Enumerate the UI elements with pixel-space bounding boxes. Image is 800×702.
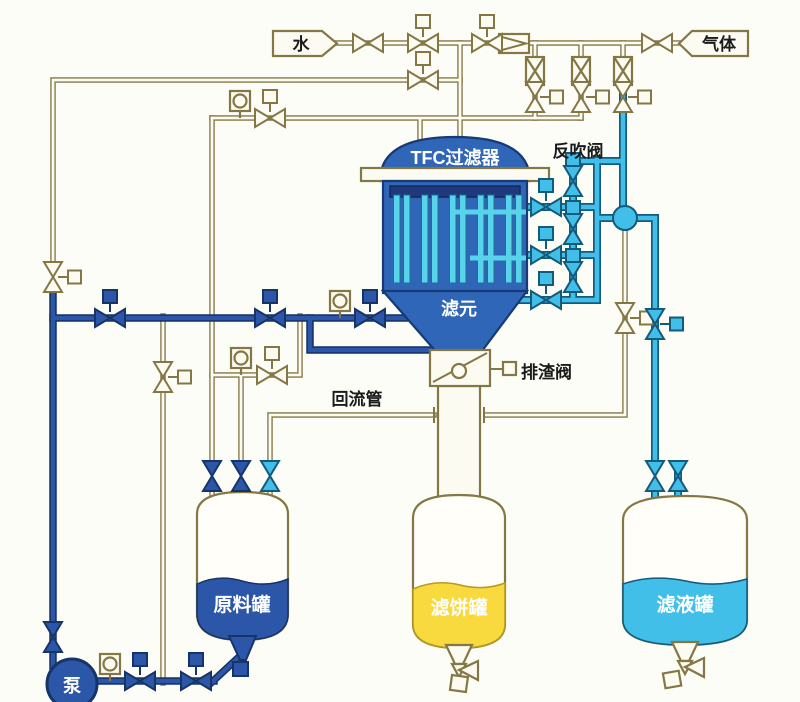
filtrate-tank-vent-valve[interactable]	[668, 460, 688, 492]
backblow-vertical-valve-3[interactable]	[563, 248, 583, 293]
filtrate-drain-valve-disc[interactable]	[682, 656, 706, 679]
backblow-valve-label: 反吹阀	[553, 141, 604, 161]
cake-tank-cone	[444, 643, 474, 666]
filter-elements	[393, 194, 523, 284]
cake-liquid	[412, 581, 506, 649]
internal-backblow-pipes	[450, 209, 526, 261]
pump-suction-valve[interactable]	[43, 621, 63, 653]
gas-source: 气体	[677, 29, 750, 58]
filtrate-tank-cone	[670, 640, 700, 663]
cake-drain-fitting	[448, 673, 470, 694]
water-source: 水	[271, 29, 339, 58]
filter-internals-label: 滤元	[441, 299, 477, 319]
cake-drain-valve-disc[interactable]	[456, 659, 480, 682]
filtrate-tank-inlet-valve[interactable]	[645, 460, 665, 492]
pump-label: 泵	[63, 676, 81, 696]
water-hand-valve[interactable]	[352, 33, 384, 53]
gas-line-control-valve[interactable]	[254, 89, 286, 128]
gas-unit-valve-1[interactable]	[525, 81, 564, 113]
gas-regulator-units	[524, 55, 634, 87]
backblow-junction-fitting	[612, 205, 638, 231]
slag-discharge-valve[interactable]	[428, 348, 518, 388]
raw-material-liquid	[196, 577, 289, 641]
raw-tank-label: 原料罐	[213, 593, 270, 616]
filtrate-drain-fitting	[661, 669, 683, 690]
pressure-gauge-icon	[328, 289, 352, 320]
cake-tank-label: 滤饼罐	[430, 596, 487, 619]
pressure-gauge-icon	[228, 89, 252, 120]
slag-valve-label: 排渣阀	[521, 362, 572, 382]
water-source-label: 水	[293, 34, 311, 54]
gas-hand-valve[interactable]	[641, 33, 673, 53]
gas-filter-icon	[524, 55, 546, 87]
raw-tank-return-valve[interactable]	[260, 460, 280, 492]
raw-material-tank: 原料罐	[195, 490, 290, 677]
tfc-filter-vessel: TFC过滤器 滤元	[359, 135, 551, 357]
slag-discharge-downpipe	[436, 384, 482, 502]
raw-tank-drain-fitting	[232, 661, 249, 677]
raw-tank-cone	[227, 635, 258, 661]
utility-piping	[50, 40, 683, 686]
gas-unit-valve-2[interactable]	[571, 81, 610, 113]
gas-filter-icon	[612, 55, 634, 87]
inline-strainer	[497, 32, 531, 55]
filter-flange	[359, 166, 551, 183]
return-pipe-label: 回流管	[332, 389, 383, 409]
return-pipe-connection-ticks	[433, 407, 485, 423]
pressure-gauge-icon	[98, 652, 122, 683]
filtrate-down-pipe	[633, 214, 659, 470]
filter-top-control-valve[interactable]	[407, 51, 439, 90]
filter-title: TFC过滤器	[411, 147, 501, 168]
return-pipe-left	[267, 412, 437, 471]
water-control-valve[interactable]	[407, 14, 439, 53]
crossover-valve[interactable]	[256, 346, 288, 385]
crossover-pipe	[209, 313, 303, 471]
filtrate-liquid	[622, 577, 748, 646]
pressure-gauge-icon	[229, 346, 253, 377]
bypass-valve[interactable]	[153, 361, 192, 393]
gas-filter-icon	[570, 55, 592, 87]
raw-tank-inlet-valve-1[interactable]	[202, 460, 222, 492]
filtrate-tank-label: 滤液罐	[656, 593, 713, 616]
feed-pump[interactable]: 泵	[45, 657, 99, 702]
backblow-vertical-valve-2[interactable]	[563, 200, 583, 245]
raw-tank-inlet-valve-2[interactable]	[231, 460, 251, 492]
filtrate-tank: 滤液罐	[621, 494, 749, 690]
filter-cake-tank: 滤饼罐	[411, 493, 507, 694]
return-line-valve[interactable]	[615, 302, 654, 334]
water-control-valve-2[interactable]	[471, 14, 503, 53]
left-riser-valve[interactable]	[43, 261, 82, 293]
gas-source-label: 气体	[701, 34, 737, 54]
